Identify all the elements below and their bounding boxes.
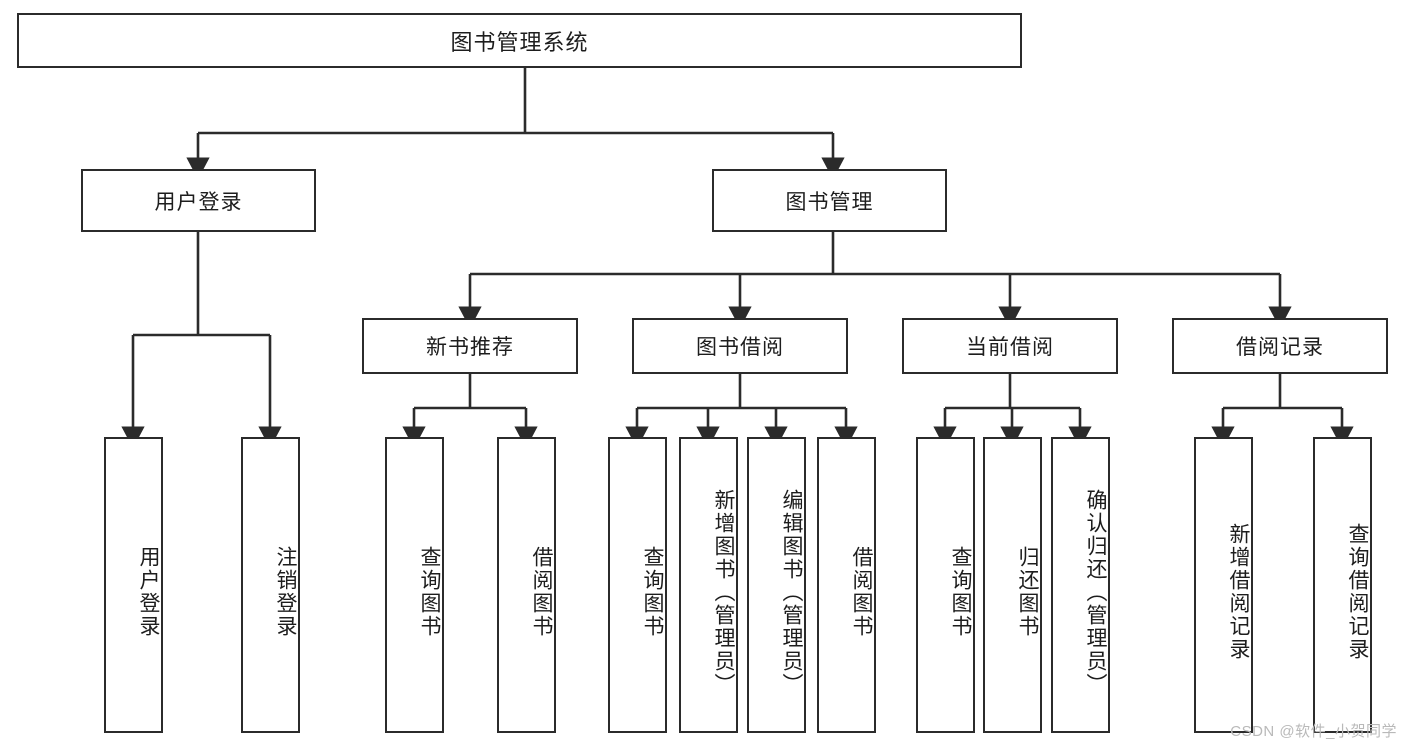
leaf-current-return-book[interactable]: 归还图书 — [983, 437, 1042, 733]
leaf-borrow-borrow-book-label: 借阅图书 — [850, 546, 873, 638]
leaf-newbook-query-book-label: 查询图书 — [418, 546, 441, 638]
node-user-login-label: 用户登录 — [154, 190, 243, 214]
leaf-borrow-add-book-admin[interactable]: 新增图书（管理员） — [679, 437, 738, 733]
node-book-borrow-label: 图书借阅 — [696, 336, 784, 359]
leaf-user-logout[interactable]: 注销登录 — [241, 437, 300, 733]
leaf-newbook-query-book[interactable]: 查询图书 — [385, 437, 444, 733]
leaf-records-add-record[interactable]: 新增借阅记录 — [1194, 437, 1253, 733]
leaf-current-query-book-label: 查询图书 — [949, 546, 972, 638]
watermark: CSDN @软件_小贺同学 — [1230, 723, 1397, 740]
leaf-current-confirm-return-admin-label: 确认归还（管理员） — [1084, 488, 1107, 696]
leaf-user-logout-label: 注销登录 — [274, 546, 297, 638]
node-borrow-records[interactable]: 借阅记录 — [1172, 318, 1388, 374]
leaf-records-add-record-label: 新增借阅记录 — [1227, 523, 1250, 661]
node-user-login[interactable]: 用户登录 — [81, 169, 316, 232]
leaf-records-query-record-label: 查询借阅记录 — [1346, 523, 1369, 661]
leaf-borrow-query-book-label: 查询图书 — [641, 546, 664, 638]
node-root[interactable]: 图书管理系统 — [17, 13, 1022, 68]
leaf-user-login[interactable]: 用户登录 — [104, 437, 163, 733]
node-book-borrow[interactable]: 图书借阅 — [632, 318, 848, 374]
node-new-book-recommend-label: 新书推荐 — [426, 336, 514, 359]
node-book-management-label: 图书管理 — [785, 190, 874, 214]
node-root-label: 图书管理系统 — [450, 29, 589, 55]
leaf-borrow-borrow-book[interactable]: 借阅图书 — [817, 437, 876, 733]
node-book-management[interactable]: 图书管理 — [712, 169, 947, 232]
leaf-current-query-book[interactable]: 查询图书 — [916, 437, 975, 733]
leaf-current-confirm-return-admin[interactable]: 确认归还（管理员） — [1051, 437, 1110, 733]
leaf-borrow-edit-book-admin-label: 编辑图书（管理员） — [780, 488, 803, 696]
leaf-newbook-borrow-book[interactable]: 借阅图书 — [497, 437, 556, 733]
leaf-user-login-label: 用户登录 — [137, 546, 160, 638]
leaf-borrow-edit-book-admin[interactable]: 编辑图书（管理员） — [747, 437, 806, 733]
leaf-borrow-query-book[interactable]: 查询图书 — [608, 437, 667, 733]
leaf-newbook-borrow-book-label: 借阅图书 — [530, 546, 553, 638]
leaf-records-query-record[interactable]: 查询借阅记录 — [1313, 437, 1372, 733]
node-current-borrow[interactable]: 当前借阅 — [902, 318, 1118, 374]
leaf-current-return-book-label: 归还图书 — [1016, 546, 1039, 638]
leaf-borrow-add-book-admin-label: 新增图书（管理员） — [712, 488, 735, 696]
node-borrow-records-label: 借阅记录 — [1236, 336, 1324, 359]
node-current-borrow-label: 当前借阅 — [966, 336, 1054, 359]
node-new-book-recommend[interactable]: 新书推荐 — [362, 318, 578, 374]
